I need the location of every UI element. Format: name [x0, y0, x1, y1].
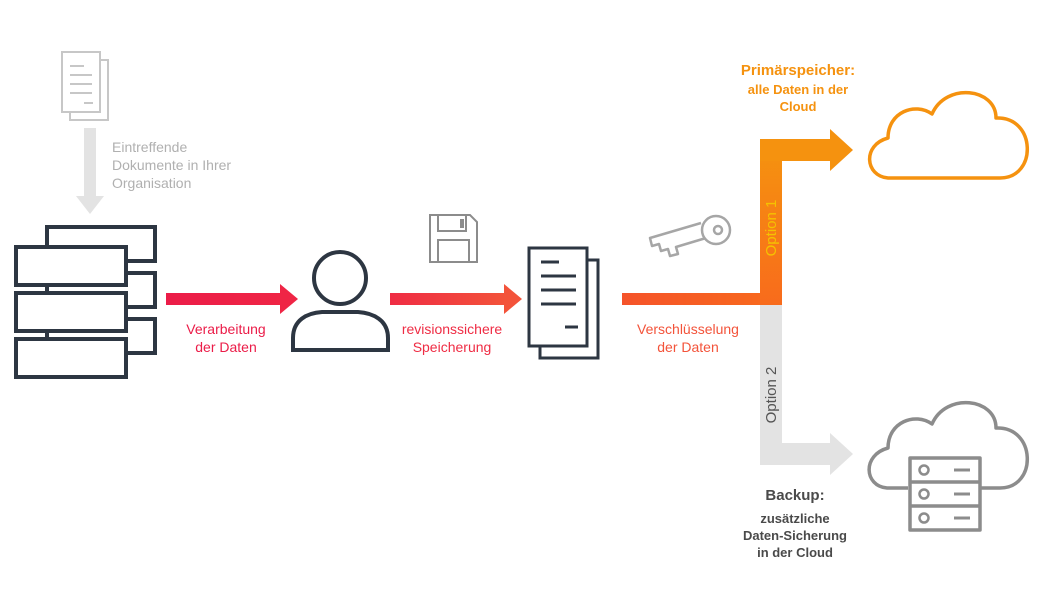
incoming-arrow: [76, 128, 104, 214]
key-icon: [648, 214, 732, 258]
storage-arrow: [390, 284, 522, 314]
option2-label: Option 2: [763, 367, 780, 424]
document-icon: [527, 246, 600, 360]
option1-label: Option 1: [763, 200, 780, 257]
backup-subtitle: zusätzliche Daten-Sicherung in der Cloud: [742, 511, 847, 560]
primary-storage-subtitle: alle Daten in der Cloud: [747, 82, 849, 114]
backup-title: Backup:: [765, 487, 825, 504]
option2-path: [760, 305, 853, 475]
storage-label: revisionssichere Speicherung: [401, 321, 503, 355]
document-stack-icon: [61, 51, 109, 121]
incoming-docs-label: Eintreffende Dokumente in Ihrer Organisa…: [112, 139, 232, 191]
user-icon: [291, 250, 390, 352]
encryption-label: Verschlüsselung der Daten: [637, 321, 739, 355]
cloud-server-icon: [867, 400, 1029, 532]
option1-path: [622, 129, 853, 305]
server-stack-icon: [14, 225, 157, 379]
floppy-disk-icon: [429, 214, 478, 263]
primary-storage-title: Primärspeicher:: [740, 62, 856, 79]
processing-label: Verarbeitung der Daten: [186, 321, 266, 355]
processing-arrow: [166, 284, 298, 314]
cloud-icon: [867, 90, 1029, 180]
